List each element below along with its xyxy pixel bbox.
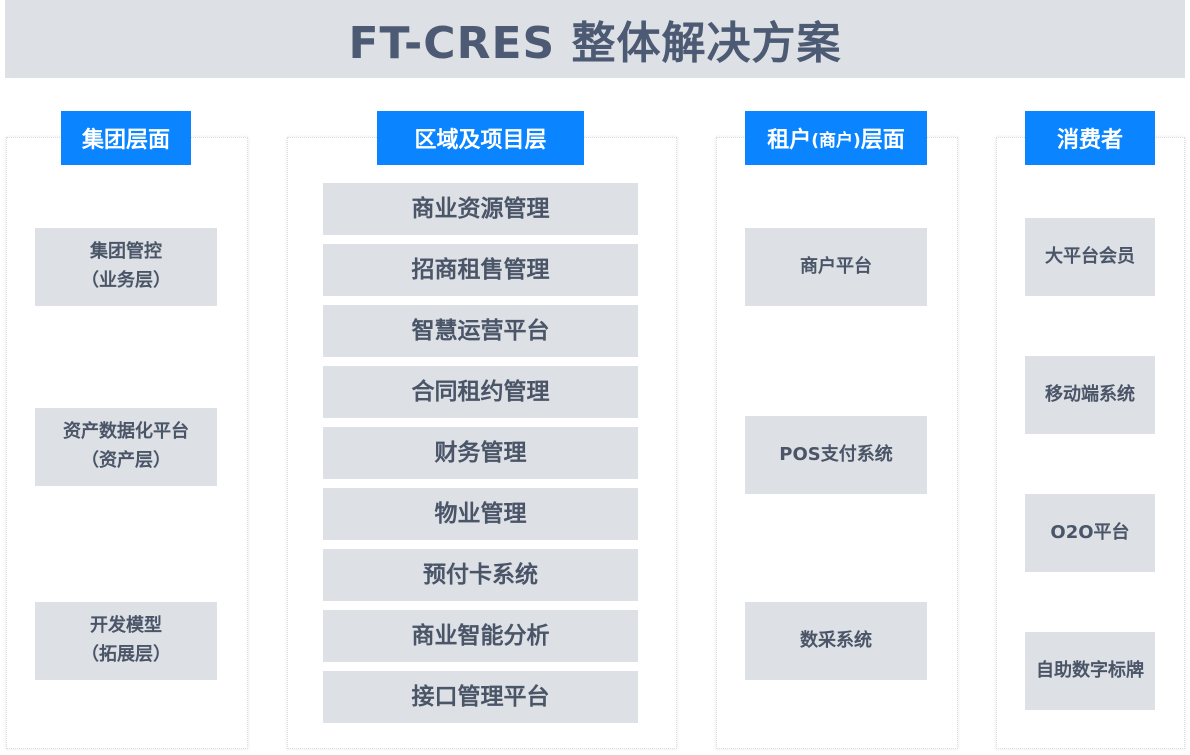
- header-consumer: 消费者: [1025, 111, 1155, 165]
- box-label-line1: 集团管控: [90, 241, 162, 263]
- box-label: 大平台会员: [1045, 245, 1135, 267]
- box-label: 移动端系统: [1045, 383, 1135, 405]
- header-group-label: 集团层面: [81, 128, 170, 153]
- box-label: 商业智能分析: [411, 622, 550, 649]
- box-asset-data-platform: 资产数据化平台 （资产层）: [35, 408, 217, 486]
- box-label-line2: （拓展层）: [81, 644, 171, 665]
- box-mobile-system: 移动端系统: [1025, 356, 1155, 434]
- box-region-item: 财务管理: [323, 427, 638, 479]
- box-label: 合同租约管理: [411, 378, 550, 405]
- box-region-item: 物业管理: [323, 488, 638, 540]
- box-development-model: 开发模型 （拓展层）: [35, 602, 217, 680]
- header-consumer-label: 消费者: [1056, 128, 1123, 153]
- header-region: 区域及项目层: [377, 111, 584, 165]
- box-group-control: 集团管控 （业务层）: [35, 228, 217, 306]
- box-region-item: 接口管理平台: [323, 671, 638, 723]
- box-region-item: 商业智能分析: [323, 610, 638, 662]
- header-tenant-paren: (商户): [811, 130, 861, 151]
- box-data-collection: 数采系统: [745, 602, 927, 680]
- box-label-line2: （业务层）: [81, 270, 171, 291]
- box-digital-signage: 自助数字标牌: [1025, 632, 1155, 710]
- box-label: 商户平台: [800, 255, 872, 277]
- box-label: 物业管理: [434, 500, 527, 527]
- header-tenant-main: 租户: [767, 128, 812, 153]
- box-label: 商业资源管理: [411, 195, 550, 222]
- box-label: 招商租售管理: [411, 256, 550, 283]
- box-region-item: 预付卡系统: [323, 549, 638, 601]
- box-label-line1: 开发模型: [90, 615, 162, 637]
- header-tenant: 租户(商户)层面: [745, 111, 927, 165]
- box-label: 财务管理: [434, 439, 527, 466]
- box-o2o-platform: O2O平台: [1025, 494, 1155, 572]
- box-label: POS支付系统: [779, 443, 893, 465]
- box-label: 接口管理平台: [411, 683, 550, 710]
- header-tenant-tail: 层面: [860, 128, 905, 153]
- box-merchant-platform: 商户平台: [745, 228, 927, 306]
- box-membership: 大平台会员: [1025, 218, 1155, 296]
- box-label: O2O平台: [1050, 521, 1130, 543]
- box-label: 自助数字标牌: [1036, 659, 1144, 681]
- box-label-line2: （资产层）: [81, 450, 171, 471]
- box-label: 预付卡系统: [423, 561, 538, 588]
- header-region-label: 区域及项目层: [414, 128, 547, 153]
- box-region-item: 招商租售管理: [323, 244, 638, 296]
- box-region-item: 智慧运营平台: [323, 305, 638, 357]
- box-pos-payment: POS支付系统: [745, 416, 927, 494]
- box-label: 智慧运营平台: [411, 317, 550, 344]
- box-region-item: 商业资源管理: [323, 183, 638, 235]
- box-region-item: 合同租约管理: [323, 366, 638, 418]
- page-title: FT-CRES 整体解决方案: [348, 18, 842, 69]
- box-label: 数采系统: [800, 629, 872, 651]
- box-label-line1: 资产数据化平台: [63, 421, 189, 443]
- title-bar: FT-CRES 整体解决方案: [5, 0, 1185, 78]
- header-group: 集团层面: [61, 111, 191, 165]
